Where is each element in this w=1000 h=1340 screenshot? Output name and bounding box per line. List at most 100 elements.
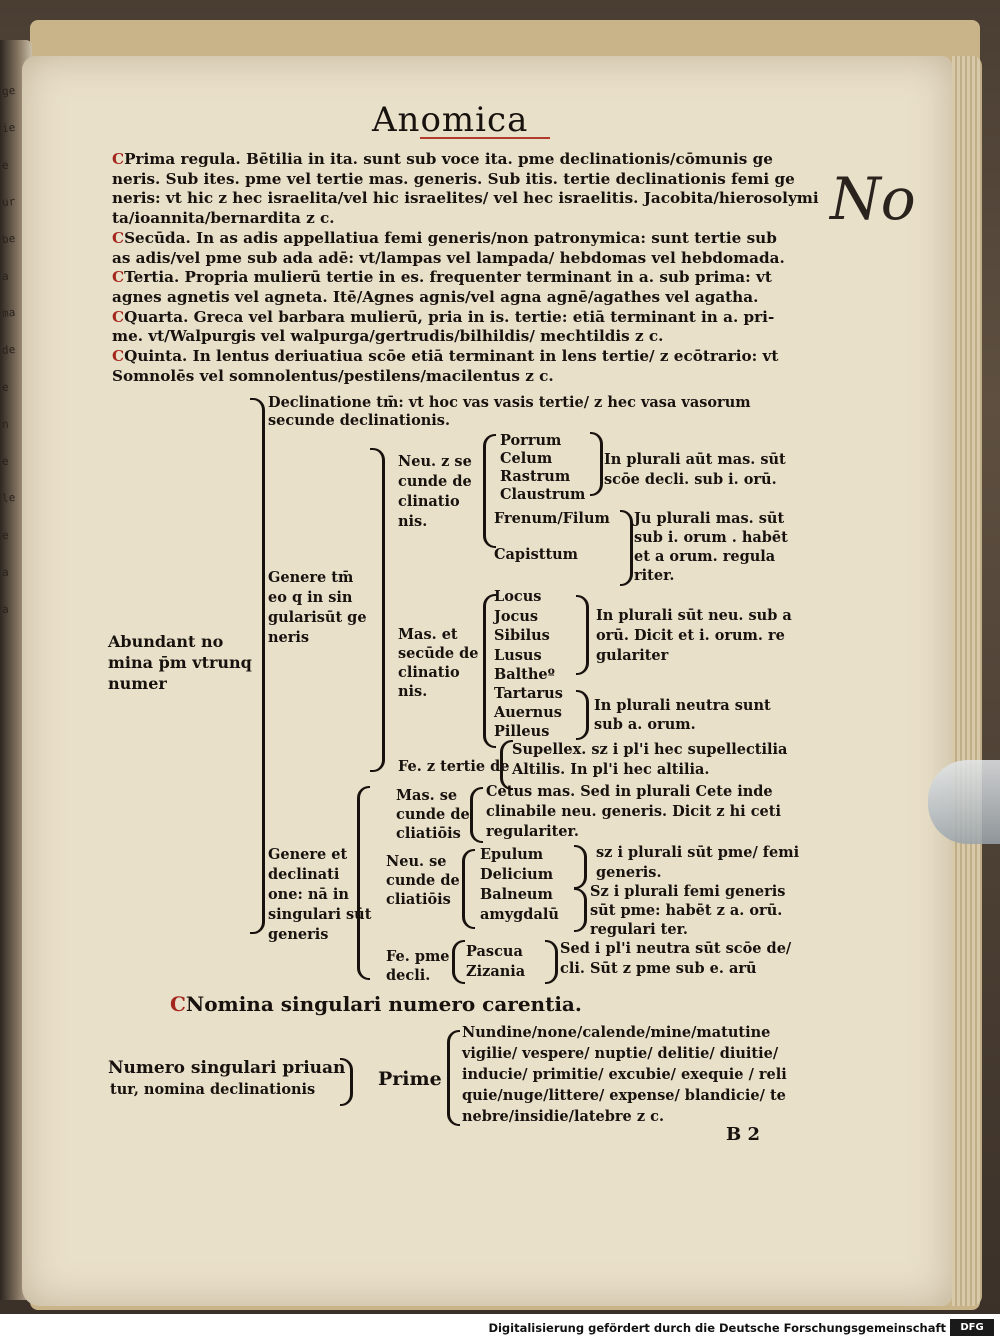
mas-sec-label: nis. xyxy=(398,683,428,700)
genere-tm-label: gularisūt ge xyxy=(268,609,367,626)
neu-note-brace-2 xyxy=(620,510,633,586)
neu-note-brace-1 xyxy=(590,432,603,496)
mas-words-brace xyxy=(483,594,496,748)
footer-bar: Digitalisierung gefördert durch die Deut… xyxy=(0,1314,1000,1340)
root-label: numer xyxy=(108,674,167,693)
neu-sec-label: clinatio xyxy=(398,493,460,510)
mas-sec-label: clinatio xyxy=(398,664,460,681)
facing-page-fragment: e xyxy=(1,454,10,469)
facing-page-fragment: de xyxy=(1,342,16,358)
rule-line: Somnolēs vel somnolentus/pestilens/macil… xyxy=(112,367,554,385)
fe-prime-word: Pascua xyxy=(466,943,523,960)
rule-text: neris. Sub ites. pme vel tertie mas. gen… xyxy=(112,169,795,188)
mas-sec-label: secūde de xyxy=(398,645,479,662)
rule-line: CSecūda. In as adis appellatiua femi gen… xyxy=(112,229,777,247)
fe-prime-word: Zizania xyxy=(466,963,526,980)
prime-list-line: inducie/ primitie/ excubie/ exequie / re… xyxy=(462,1066,787,1083)
genere-tm-brace xyxy=(370,448,385,772)
neu-words-brace xyxy=(483,434,496,548)
neu-sec2-label: Neu. se xyxy=(386,853,447,870)
genere-tm-label: Genere tm̄ xyxy=(268,569,354,586)
root-brace xyxy=(250,398,265,934)
rule-line: neris. Sub ites. pme vel tertie mas. gen… xyxy=(112,170,795,188)
neu-word: Rastrum xyxy=(500,468,571,485)
prime-list-line: quie/nuge/littere/ expense/ blandicie/ t… xyxy=(462,1087,786,1104)
mas-note-brace-2 xyxy=(576,690,589,740)
fe-tertie-brace xyxy=(500,740,513,790)
rule-line: agnes agnetis vel agneta. Itē/Agnes agni… xyxy=(112,288,758,306)
rule-line: CQuinta. In lentus deriuatiua scōe etiā … xyxy=(112,347,778,365)
facing-page-fragment: a xyxy=(1,565,10,580)
facing-page-fragment: a xyxy=(1,269,10,284)
facing-page-fragment: e xyxy=(1,380,10,395)
page-edges xyxy=(952,56,982,1306)
root-label: Abundant no xyxy=(108,632,224,651)
genere-decl-label: singulari sūt xyxy=(268,906,372,923)
genere-decl-label: one: nā in xyxy=(268,886,349,903)
title-underline xyxy=(420,137,550,139)
paragraph-mark: C xyxy=(112,228,125,247)
facing-page-fragment: n xyxy=(1,417,10,432)
numero-line-2: tur, nomina declinationis xyxy=(110,1081,316,1098)
rule-text: agnes agnetis vel agneta. Itē/Agnes agni… xyxy=(112,287,759,306)
mas-sec2-label: cunde de xyxy=(396,806,470,823)
neu-word: Celum xyxy=(500,450,553,467)
fe-tertie-note: Supellex. sz i pl'i hec supellectilia xyxy=(512,741,788,758)
mas-note-1: orū. Dicit et i. orum. re xyxy=(596,627,785,644)
fe-prime-label: Fe. pme xyxy=(386,948,450,965)
mas-word: Locus xyxy=(494,588,542,605)
mas-note-1: In plurali sūt neu. sub a xyxy=(596,607,792,624)
prime-label: Prime xyxy=(378,1068,442,1090)
page-title: Anomica xyxy=(372,100,529,140)
mas-sec2-note: regulariter. xyxy=(486,823,579,840)
rule-line: ta/ioannita/bernardita z c. xyxy=(112,209,335,227)
neu-sec-label: cunde de xyxy=(398,473,472,490)
facing-page-fragment: ur xyxy=(1,194,16,210)
footer-text: Digitalisierung gefördert durch die Deut… xyxy=(488,1321,946,1335)
neu-sec2-brace xyxy=(462,849,475,929)
facing-page-fragment: a xyxy=(1,602,10,617)
rule-text: Bētilia in ita. sunt sub voce ita. pme d… xyxy=(240,150,773,168)
genere-decl-label: Genere et xyxy=(268,846,348,863)
paragraph-mark: C xyxy=(112,307,125,326)
prime-list-line: nebre/insidie/latebre z c. xyxy=(462,1108,664,1125)
facing-page-fragment: ma xyxy=(1,305,16,321)
neu-word: Claustrum xyxy=(500,486,586,503)
neu-sec2-note-1: generis. xyxy=(596,864,662,881)
prime-list-line: Nundine/none/calende/mine/matutine xyxy=(462,1024,771,1041)
facing-page-fragment: e xyxy=(1,528,10,543)
section-heading: CNomina singulari numero carentia. xyxy=(170,992,582,1016)
mas-word: Lusus xyxy=(494,646,542,664)
fe-tertie-label: Fe. z tertie de xyxy=(398,758,510,775)
genere-tm-label: eo q in sin xyxy=(268,589,353,606)
neu-sec2-note-2: Sz i plurali femi generis xyxy=(590,883,786,900)
fe-prime-brace-2 xyxy=(545,940,558,984)
numero-brace xyxy=(340,1058,353,1106)
neu-word-2: Capisttum xyxy=(494,546,579,563)
fe-tertie-note: Altilis. In pl'i hec altilia. xyxy=(512,761,710,778)
prime-brace xyxy=(447,1030,460,1126)
genere-tm-label: neris xyxy=(268,629,310,646)
genere-decl-brace xyxy=(357,786,370,980)
facing-page-fragment: be xyxy=(1,231,16,247)
signature-mark: B 2 xyxy=(726,1124,761,1145)
rule-label: Quinta. xyxy=(124,347,188,365)
rule-line: as adis/vel pme sub ada adē: vt/lampas v… xyxy=(112,249,785,267)
neu-note-2: Ju plurali mas. sūt xyxy=(634,510,785,527)
neu-note-1: In plurali aūt mas. sūt xyxy=(604,451,786,468)
rule-line: me. vt/Walpurgis vel walpurga/gertrudis/… xyxy=(112,327,663,345)
rule-text: In as adis appellatiua femi generis/non … xyxy=(190,228,777,247)
mas-sec2-label: Mas. se xyxy=(396,787,458,804)
rule-text: ta/ioannita/bernardita z c. xyxy=(112,209,335,228)
mas-word: Jocus xyxy=(494,607,539,625)
mas-note-2: In plurali neutra sunt xyxy=(594,697,771,714)
neu-sec2-brace-2 xyxy=(574,888,587,932)
genere-decl-label: generis xyxy=(268,926,329,943)
paragraph-mark: C xyxy=(112,268,125,287)
facing-page-fragment: e xyxy=(1,158,10,173)
fe-prime-label: decli. xyxy=(386,967,431,984)
neu-sec-label: nis. xyxy=(398,513,428,530)
rule-text: me. vt/Walpurgis vel walpurga/gertrudis/… xyxy=(112,327,664,346)
rule-text: as adis/vel pme sub ada adē: vt/lampas v… xyxy=(112,248,785,267)
